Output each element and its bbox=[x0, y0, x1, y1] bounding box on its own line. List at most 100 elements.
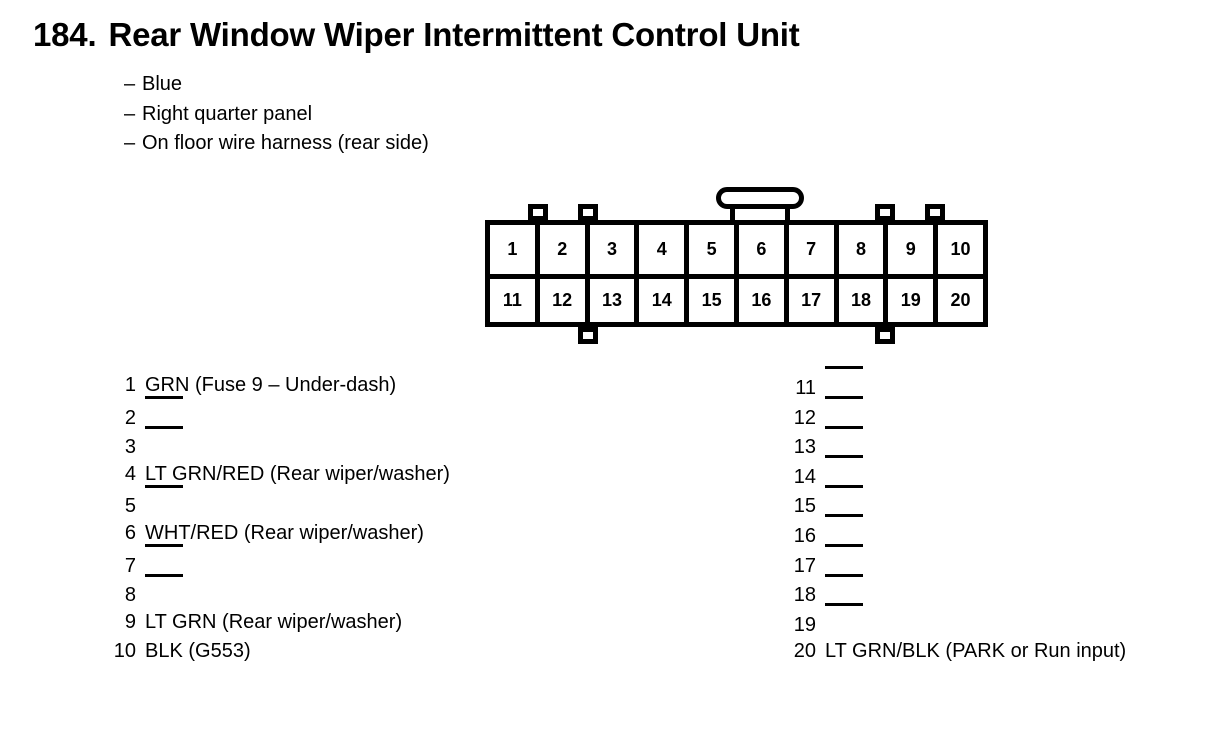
pin-number: 3 bbox=[124, 436, 136, 459]
connector-pin-8: 8 bbox=[839, 225, 889, 274]
pin-entry: 1 GRN (Fuse 9 – Under-dash) bbox=[96, 374, 450, 404]
connector-tab-top-left-2 bbox=[578, 204, 598, 221]
pin-number: 10 bbox=[113, 640, 136, 663]
connector-pin-7: 7 bbox=[789, 225, 839, 274]
pin-entry: 11 bbox=[776, 366, 1126, 404]
connector-pin-6: 6 bbox=[739, 225, 789, 274]
connector-pin-12: 12 bbox=[540, 278, 590, 322]
pin-entry: 13 bbox=[776, 425, 1126, 463]
subheading-dash: – bbox=[124, 73, 136, 95]
connector-pin-15: 15 bbox=[689, 278, 739, 322]
pin-description: WHT/RED (Rear wiper/washer) bbox=[145, 521, 424, 544]
pin-description: GRN (Fuse 9 – Under-dash) bbox=[145, 374, 397, 396]
pin-number: 20 bbox=[793, 640, 816, 663]
subheading-label: Right quarter panel bbox=[142, 102, 313, 125]
connector-pin-11: 11 bbox=[490, 278, 540, 322]
subheading-label: On floor wire harness (rear side) bbox=[142, 132, 429, 154]
pin-entry: 4 LT GRN/RED (Rear wiper/washer) bbox=[96, 463, 450, 493]
pin-number: 17 bbox=[793, 554, 816, 577]
connector-tab-bottom-right bbox=[875, 327, 895, 344]
pin-description: LT GRN (Rear wiper/washer) bbox=[145, 610, 403, 633]
connector-pin-4: 4 bbox=[639, 225, 690, 274]
pin-entry: 7 bbox=[96, 543, 450, 582]
pin-description bbox=[825, 543, 863, 572]
pin-entry: 15 bbox=[776, 484, 1126, 522]
connector-latch-icon bbox=[716, 187, 804, 209]
connector-pin-10: 10 bbox=[950, 239, 971, 260]
subheading-item: –Blue bbox=[124, 70, 429, 100]
pin-description: BLK (G553) bbox=[145, 640, 251, 663]
page-title-text: Rear Window Wiper Intermittent Control U… bbox=[108, 16, 800, 53]
connector-pin-2: 2 bbox=[540, 225, 590, 274]
connector-tab-top-right-2 bbox=[925, 204, 945, 221]
pin-entry: 10 BLK (G553) bbox=[96, 640, 450, 670]
pin-entry: 20 LT GRN/BLK (PARK or Run input) bbox=[776, 640, 1126, 670]
pin-description: LT GRN/RED (Rear wiper/washer) bbox=[145, 462, 450, 485]
subheading-list: –Blue–Right quarter panel–On floor wire … bbox=[124, 70, 429, 159]
pin-number: 4 bbox=[124, 462, 136, 485]
pin-number: 8 bbox=[124, 584, 136, 607]
subheading-dash: – bbox=[124, 102, 136, 125]
pin-entry: 2 bbox=[96, 395, 450, 434]
connector-pin-1: 1 bbox=[490, 225, 540, 274]
connector-pin-3: 3 bbox=[590, 225, 640, 274]
pin-description bbox=[825, 603, 863, 631]
connector-latch-stem-right bbox=[785, 204, 790, 230]
pin-description bbox=[825, 455, 863, 483]
pin-description bbox=[145, 484, 183, 512]
pin-description bbox=[825, 514, 863, 542]
connector-tab-top-right-1 bbox=[875, 204, 895, 221]
pin-number: 6 bbox=[124, 521, 136, 544]
pin-description bbox=[145, 543, 183, 572]
pin-description bbox=[825, 573, 863, 601]
pin-number: 11 bbox=[795, 377, 816, 399]
pin-number: 5 bbox=[124, 495, 136, 518]
page-title: 184. Rear Window Wiper Intermittent Contr… bbox=[33, 18, 800, 51]
connector-tab-bottom-left bbox=[578, 327, 598, 344]
pin-number: 7 bbox=[124, 554, 136, 577]
pin-entry: 12 bbox=[776, 395, 1126, 434]
connector-pin-9: 9 bbox=[888, 225, 939, 274]
pin-number: 1 bbox=[124, 374, 136, 396]
pin-entry: 6 WHT/RED (Rear wiper/washer) bbox=[96, 522, 450, 552]
pin-entry: 18 bbox=[776, 573, 1126, 611]
pin-number: 2 bbox=[124, 406, 136, 429]
subheading-item: –Right quarter panel bbox=[124, 100, 429, 130]
pin-number: 18 bbox=[793, 584, 816, 607]
pin-description bbox=[145, 425, 183, 453]
pin-number: 14 bbox=[793, 465, 816, 488]
connector-pin-19: 19 bbox=[888, 278, 939, 322]
connector-pin-5: 5 bbox=[689, 225, 739, 274]
pin-description bbox=[825, 366, 863, 394]
pin-number: 19 bbox=[793, 613, 816, 636]
subheading-label: Blue bbox=[142, 73, 183, 95]
connector-latch-stem-left bbox=[730, 204, 735, 230]
pin-entry: 8 bbox=[96, 573, 450, 611]
page-title-number: 184. bbox=[33, 16, 97, 53]
pin-number: 12 bbox=[793, 406, 816, 429]
pin-number: 15 bbox=[793, 495, 816, 518]
pin-entry: 17 bbox=[776, 543, 1126, 582]
pin-description: LT GRN/BLK (PARK or Run input) bbox=[825, 640, 1127, 663]
connector-pin-16: 16 bbox=[739, 278, 789, 322]
connector-pin-17: 17 bbox=[789, 278, 839, 322]
connector-tab-top-left-1 bbox=[528, 204, 548, 221]
pin-entry: 3 bbox=[96, 425, 450, 463]
pin-description bbox=[825, 484, 863, 512]
pin-number: 13 bbox=[793, 436, 816, 459]
pin-list-right: 11 12 13 14 15 16 17 18 19 20 LT GRN/BLK (PARK or … bbox=[776, 366, 1126, 670]
connector-pin-18: 18 bbox=[839, 278, 889, 322]
pin-description bbox=[145, 395, 183, 424]
pin-entry: 19 bbox=[776, 603, 1126, 641]
connector-pin-13: 13 bbox=[590, 278, 640, 322]
pin-number: 16 bbox=[793, 524, 816, 547]
pin-description bbox=[145, 573, 183, 601]
pin-entry: 5 bbox=[96, 484, 450, 522]
pin-list-left: 1 GRN (Fuse 9 – Under-dash) 2 3 4 LT GRN/RED … bbox=[96, 374, 450, 670]
subheading-dash: – bbox=[124, 132, 136, 154]
